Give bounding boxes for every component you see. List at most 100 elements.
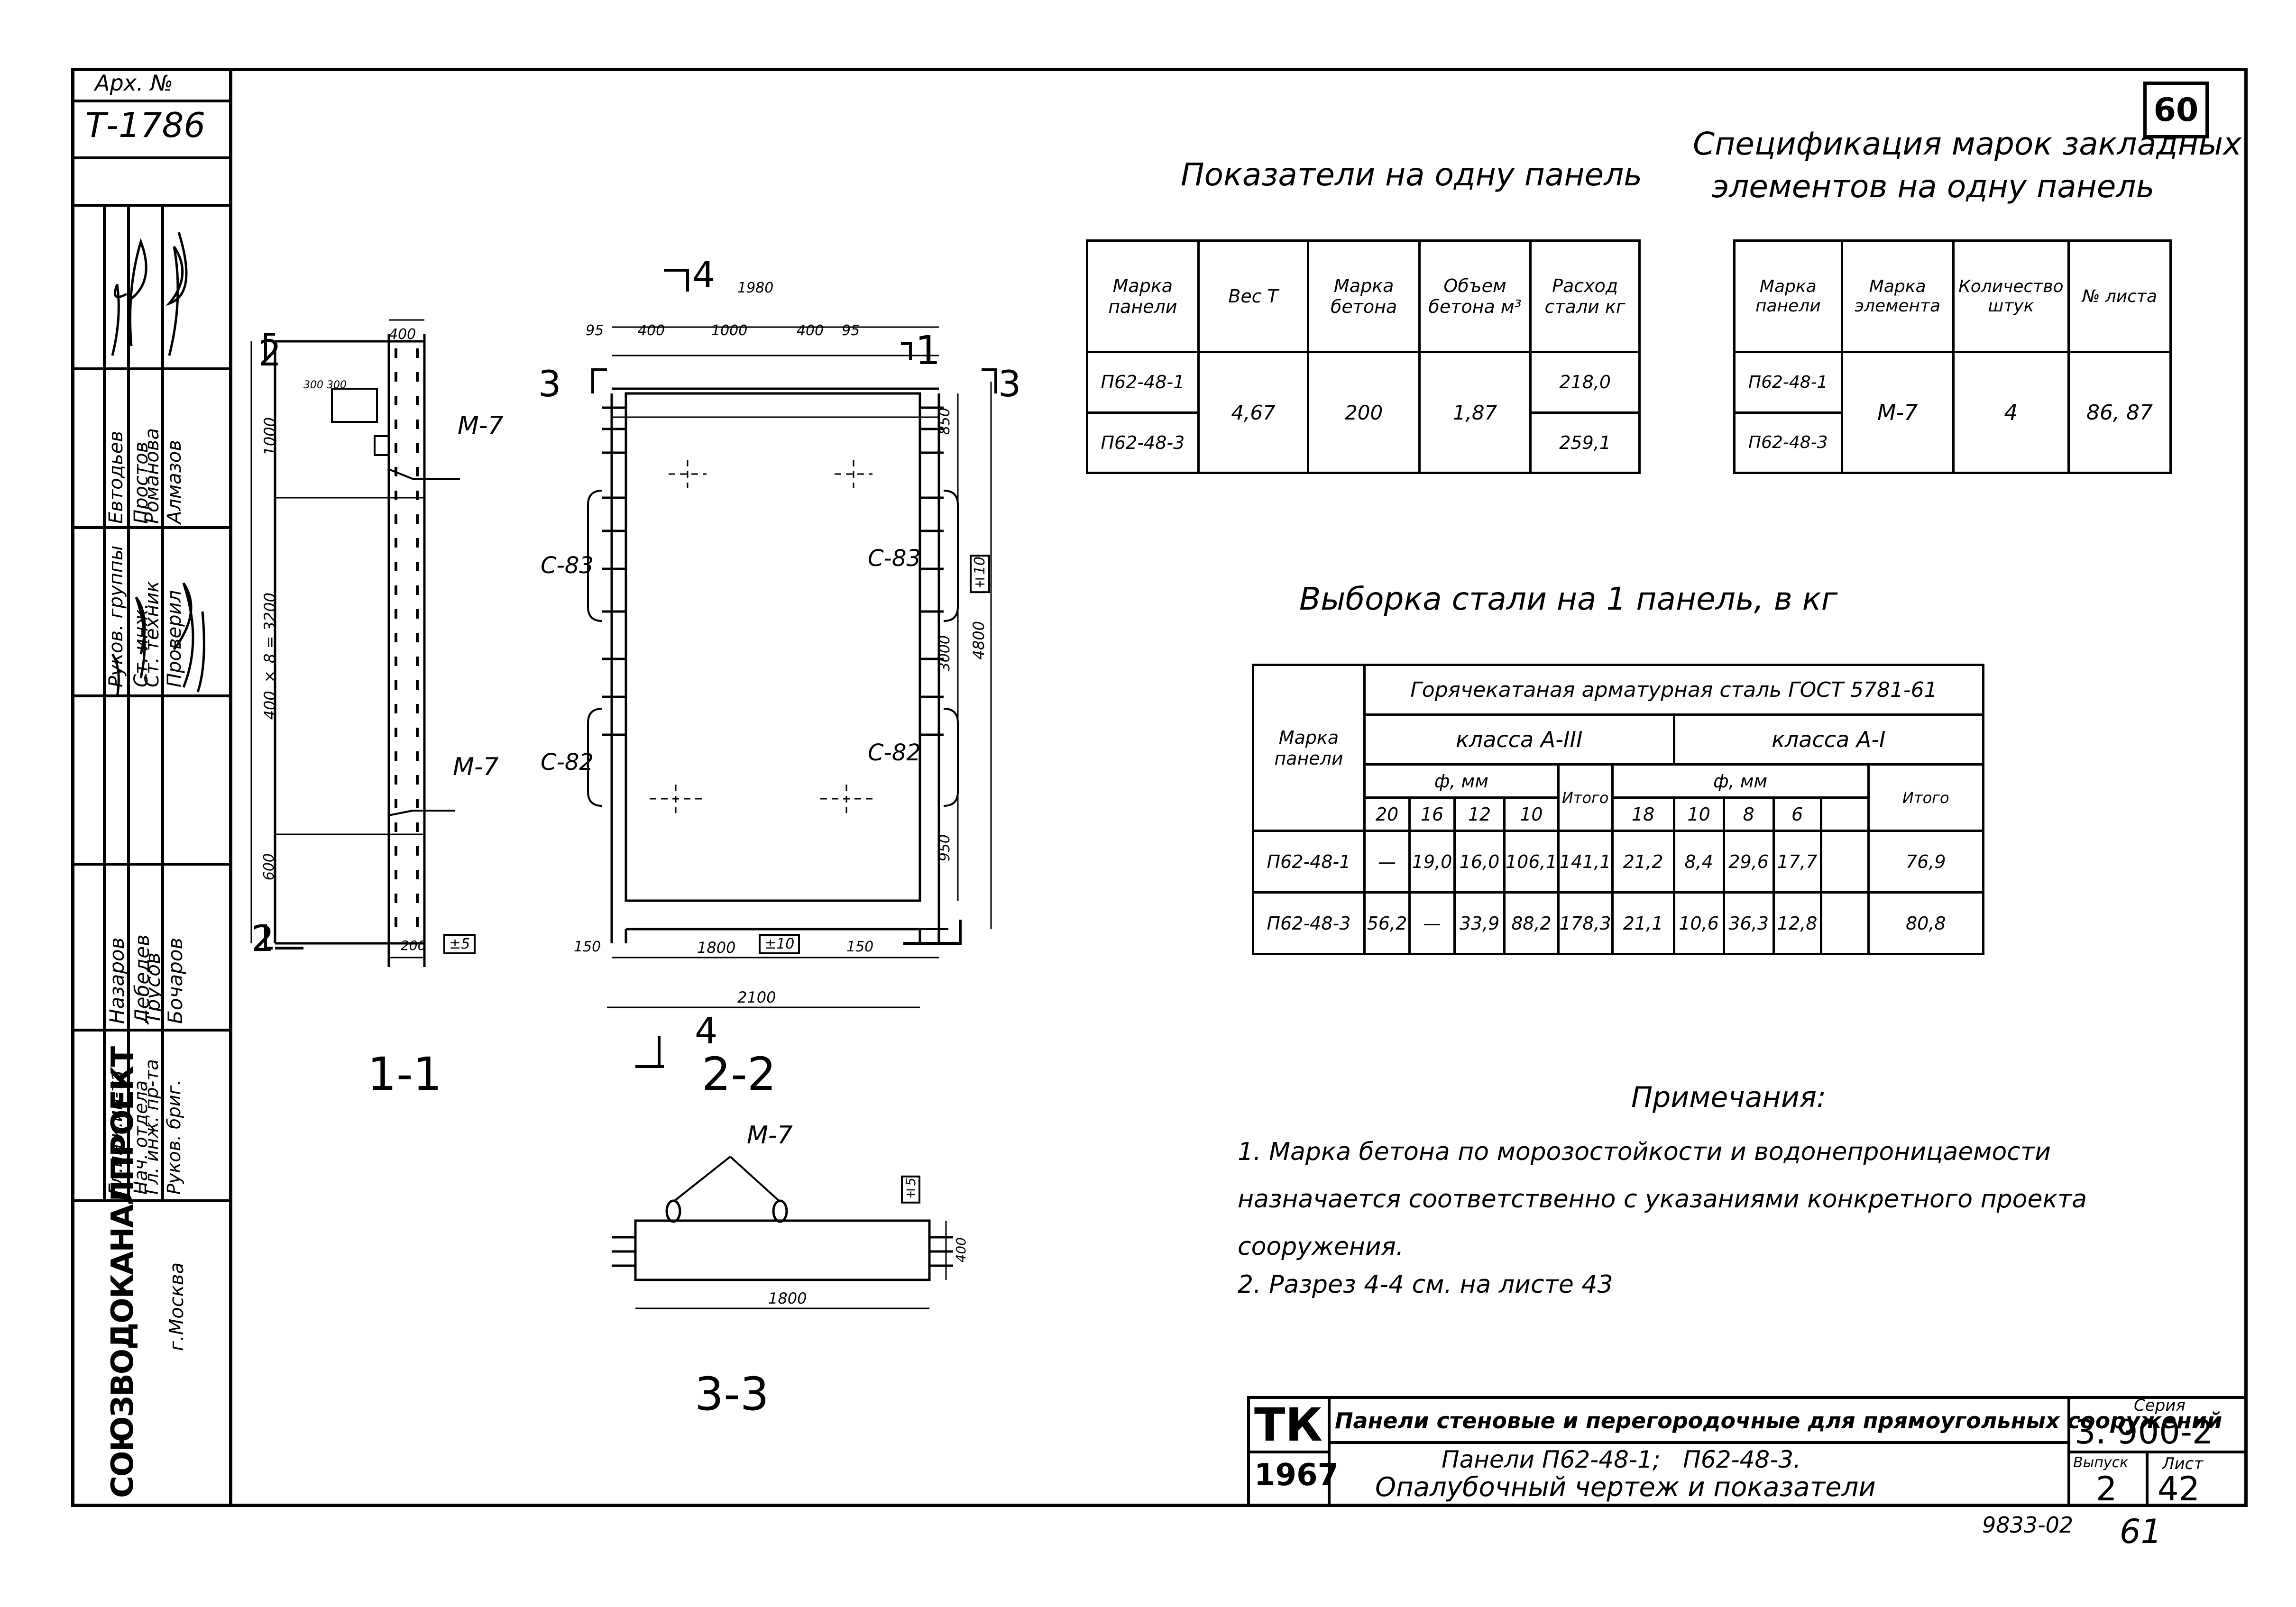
- dia-cell: 12: [1453, 796, 1506, 832]
- c82-right: С-82: [868, 740, 921, 766]
- table-cell: М-7: [1840, 351, 1955, 474]
- header-cell: Расход стали кг: [1529, 239, 1641, 353]
- dim-300: 300 300: [303, 379, 347, 391]
- tol-10-v: ±10: [970, 555, 990, 593]
- steel-title: Выборка стали на 1 панель, в кг: [1299, 581, 1838, 617]
- titleblock-top: [1247, 1396, 2248, 1399]
- section-3-3: 3-3: [695, 1368, 769, 1421]
- indicators-table: Марка панели Вес Т Марка бетона Объем бе…: [1086, 239, 1641, 474]
- dia-cell: 16: [1408, 796, 1456, 832]
- strip-divider: [71, 863, 232, 866]
- header-cell: Количество штук: [1952, 239, 2070, 353]
- notes-title: Примечания:: [1631, 1081, 1827, 1114]
- dim-400-3: 400: [953, 1237, 969, 1263]
- table-cell: 76,9: [1867, 830, 1985, 894]
- table-cell: 106,1: [1503, 830, 1560, 894]
- strip-divider: [71, 367, 232, 370]
- dia-cell: 6: [1772, 796, 1822, 832]
- dia-cell: 10: [1503, 796, 1560, 832]
- c83-right: С-83: [868, 545, 921, 572]
- sheet-label: Лист: [2162, 1454, 2204, 1473]
- table-cell: П62-48-1: [1733, 351, 1843, 414]
- table-cell: 259,1: [1529, 411, 1641, 474]
- tb-panels: Панели П62-48-1; П62-48-3.: [1442, 1446, 1801, 1473]
- series-label: Серия: [2134, 1396, 2186, 1415]
- dim-1000-2: 1000: [711, 322, 748, 339]
- cut-4-top: 4: [692, 254, 716, 296]
- table-cell: 88,2: [1503, 891, 1560, 955]
- strip-vdivider: [127, 204, 130, 1199]
- table-cell: 56,2: [1363, 891, 1411, 955]
- strip-divider: [71, 204, 232, 207]
- note-2: 2. Разрез 4-4 см. на листе 43: [1238, 1270, 1613, 1299]
- section-1-1: 1-1: [367, 1048, 442, 1101]
- table-cell: П62-48-3: [1086, 411, 1200, 474]
- dim-400-2a: 400: [638, 322, 665, 339]
- dia-cell: [1819, 796, 1870, 832]
- header-cell: Объем бетона м³: [1418, 239, 1532, 353]
- dim-3000: 3000: [937, 635, 953, 672]
- table-cell: 12,8: [1772, 891, 1822, 955]
- table-cell: 4: [1952, 351, 2070, 474]
- table-cell: П62-48-1: [1086, 351, 1200, 414]
- strip-role: Руков. бриг.: [164, 1079, 184, 1195]
- table-cell: П62-48-3: [1733, 411, 1843, 474]
- dia-cell: 20: [1363, 796, 1411, 832]
- header-cell: Горячекатаная арматурная сталь ГОСТ 5781…: [1363, 664, 1984, 716]
- table-cell: [1819, 891, 1870, 955]
- dim-200: 200: [401, 938, 426, 953]
- titleblock-div: [2146, 1451, 2149, 1507]
- table-cell: 1,87: [1418, 351, 1532, 474]
- strip-vdivider: [161, 204, 164, 1199]
- drawing-frame: [71, 68, 2248, 1507]
- strip-divider: [71, 100, 232, 102]
- header-cell: Марка панели: [1086, 239, 1200, 353]
- titleblock-div: [2067, 1451, 2248, 1453]
- section-2-2: 2-2: [702, 1048, 776, 1101]
- tk-label: ТК: [1254, 1398, 1322, 1452]
- dim-600: 600: [261, 853, 277, 881]
- table-cell: 178,3: [1557, 891, 1614, 955]
- dim-1980: 1980: [737, 280, 774, 296]
- dia-cell: 8: [1722, 796, 1775, 832]
- strip-divider: [71, 694, 232, 697]
- series-number: 3. 900-2: [2075, 1413, 2213, 1452]
- issue-number: 2: [2096, 1470, 2117, 1508]
- table-cell: 86, 87: [2067, 351, 2172, 474]
- titleblock-div: [1328, 1396, 1331, 1507]
- table-cell: П62-48-1: [1252, 830, 1366, 894]
- table-cell: 8,4: [1672, 830, 1725, 894]
- spec-title-1: Спецификация марок закладных: [1693, 126, 2242, 162]
- dim-3200: 400 × 8 = 3200: [261, 593, 279, 720]
- strip-divider: [71, 156, 232, 159]
- cut-3-right: 3: [998, 363, 1021, 405]
- cut-2-top: 2: [258, 332, 282, 374]
- tb-sheet-title: Опалубочный чертеж и показатели: [1375, 1472, 1876, 1503]
- dim-95-left: 95: [586, 322, 604, 339]
- table-cell: 21,2: [1611, 830, 1675, 894]
- header-cell: класса А-I: [1672, 713, 1985, 766]
- m7-label: М-7: [458, 411, 504, 440]
- dim-95-right: 95: [842, 322, 860, 339]
- header-cell: Вес Т: [1197, 239, 1310, 353]
- table-cell: 10,6: [1672, 891, 1725, 955]
- titleblock-div: [1247, 1451, 1328, 1453]
- footer-code: 9833-02: [1982, 1512, 2074, 1538]
- org-city: г.Москва: [166, 1262, 188, 1351]
- table-cell: 29,6: [1722, 830, 1775, 894]
- strip-vdivider: [103, 204, 106, 1199]
- table-cell: [1819, 830, 1870, 894]
- tol-5-3: ±5: [901, 1176, 920, 1204]
- strip-role: Гл. инж. пр-та: [141, 1059, 162, 1195]
- org-name: СОЮЗВОДОКАНАЛПРОЕКТ: [105, 1047, 140, 1498]
- indicators-title: Показатели на одну панель: [1181, 156, 1643, 193]
- table-cell: —: [1408, 891, 1456, 955]
- cut-1: 1: [915, 327, 941, 374]
- c82-left: С-82: [541, 749, 594, 776]
- section-drawings: [250, 269, 997, 1309]
- header-cell: Марка элемента: [1840, 239, 1955, 353]
- table-cell: 21,1: [1611, 891, 1675, 955]
- titleblock-div: [1328, 1441, 2067, 1444]
- dim-850: 850: [937, 408, 953, 435]
- dia-cell: 18: [1611, 796, 1675, 832]
